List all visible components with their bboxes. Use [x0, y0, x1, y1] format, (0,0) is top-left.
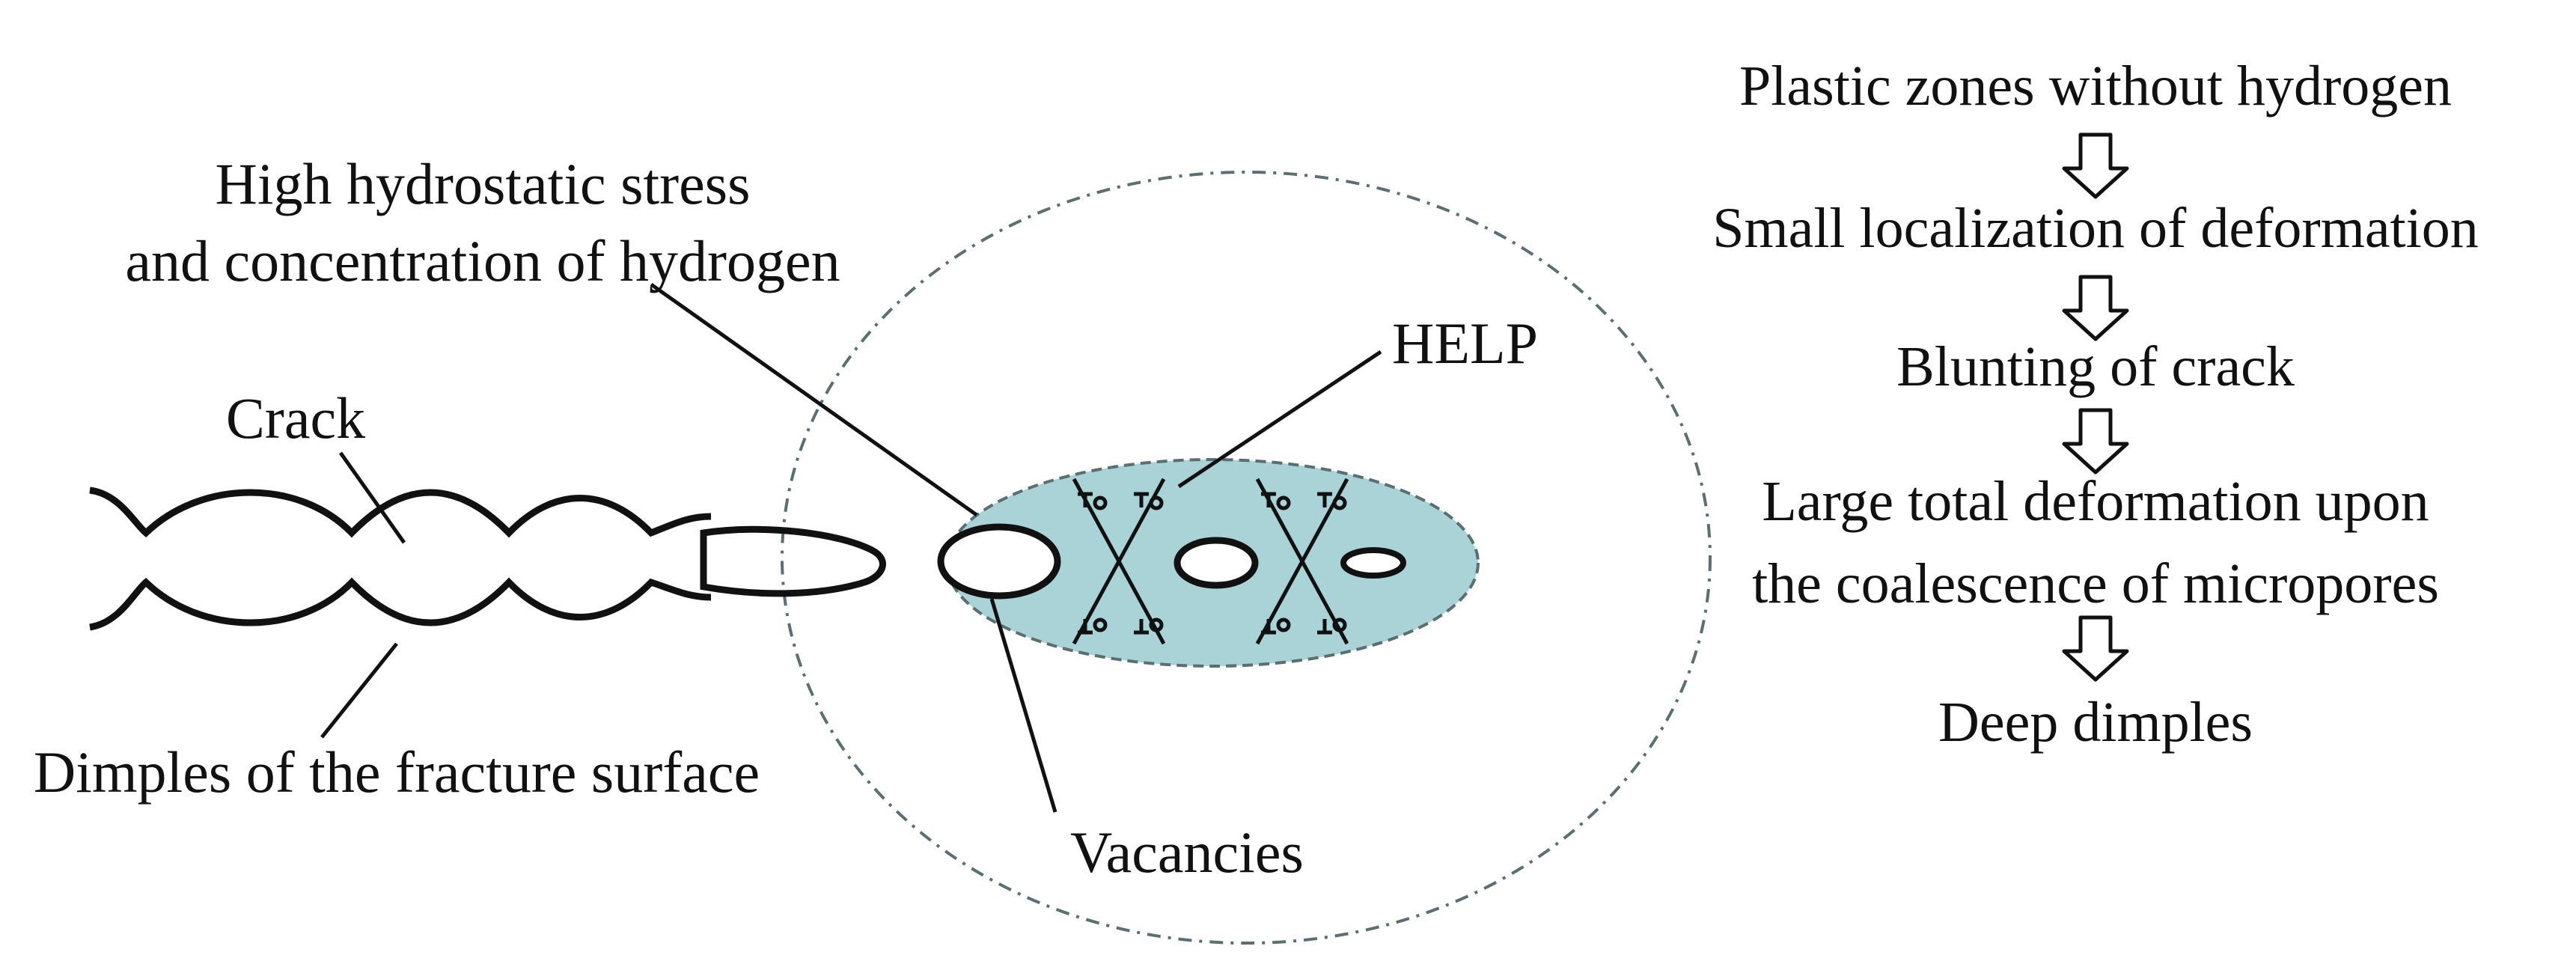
void-large [937, 523, 1061, 600]
leader-help [1177, 350, 1382, 489]
flow-step: Large total deformation upon [1762, 470, 2429, 533]
arrow-down-icon [2062, 615, 2129, 682]
dislocation-icon [1317, 617, 1347, 635]
flow-step: the coalescence of micropores [1752, 552, 2439, 615]
dislocation-icon [1261, 617, 1291, 635]
flow-step: Plastic zones without hydrogen [1739, 55, 2452, 118]
arrow-down-icon [2062, 275, 2129, 341]
leader-crack [338, 451, 406, 544]
leader-stress [650, 282, 978, 517]
arrow-down-icon [2062, 132, 2129, 199]
label-help: HELP [1392, 311, 1538, 376]
arrow-down-icon [2062, 408, 2129, 475]
label-stress-line1: High hydrostatic stress [216, 151, 751, 216]
dislocation-icon [1078, 492, 1108, 510]
crack-profile [89, 487, 886, 631]
flow-step: Deep dimples [1938, 691, 2253, 754]
mechanism-flow: Plastic zones without hydrogen Small loc… [1712, 55, 2479, 754]
dislocation-icon [1134, 492, 1164, 510]
label-crack: Crack [226, 385, 365, 451]
leader-dimples [320, 642, 398, 739]
dislocation-group-left [1072, 478, 1166, 645]
void-medium [1173, 537, 1259, 589]
dislocation-icon [1261, 492, 1291, 510]
crack-lower-edge [89, 577, 712, 631]
label-dimples: Dimples of the fracture surface [34, 739, 760, 805]
leader-lines [320, 282, 1382, 813]
dislocation-icon [1317, 492, 1347, 510]
crack-upper-edge [89, 487, 712, 538]
label-stress-line2: and concentration of hydrogen [125, 228, 840, 293]
plastic-zone-boundary [781, 171, 1712, 945]
label-vacancies: Vacancies [1070, 820, 1304, 885]
dislocation-icon [1134, 617, 1164, 635]
void-small [1340, 547, 1406, 579]
crack-tip-cavity [700, 525, 886, 597]
dislocation-icon [1078, 617, 1108, 635]
flow-step: Blunting of crack [1896, 335, 2295, 398]
leader-vacancies [989, 598, 1057, 813]
dislocation-group-right [1255, 478, 1349, 645]
flow-step: Small localization of deformation [1712, 197, 2479, 260]
